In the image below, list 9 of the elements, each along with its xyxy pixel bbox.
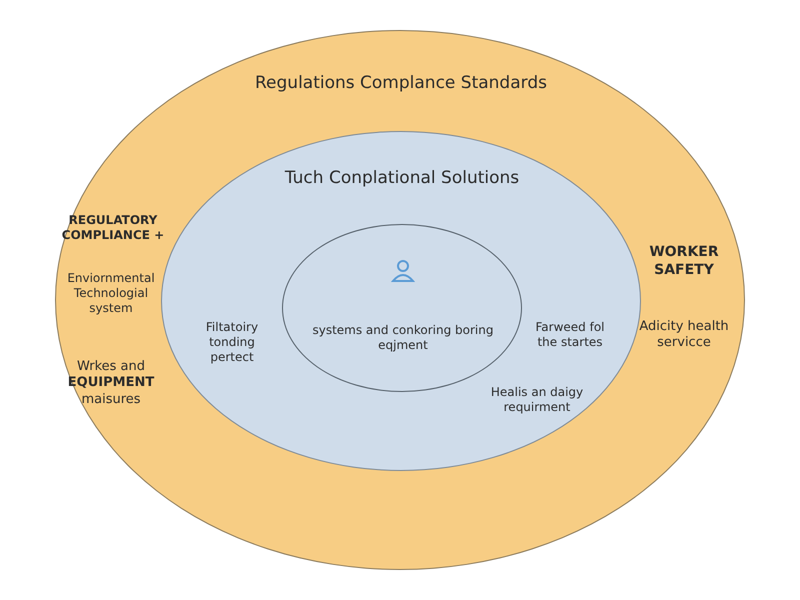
ring-text: Healis an daigy requirment [490, 385, 584, 415]
ring-title: Regulations Complance Standards [254, 73, 548, 94]
ring-text: Filtatoiry tonding pertect [204, 320, 260, 365]
ring-title: Tuch Conplational Solutions [284, 168, 520, 190]
ring-text: Enviornmental Technologial system [66, 271, 156, 316]
ring-text: WORKER SAFETY [648, 244, 720, 279]
ring-text: Farweed fol the startes [534, 320, 606, 350]
ring-text: systems and conkoring boring eqjment [311, 323, 494, 353]
ring-text: Adicity health servicce [639, 319, 729, 352]
